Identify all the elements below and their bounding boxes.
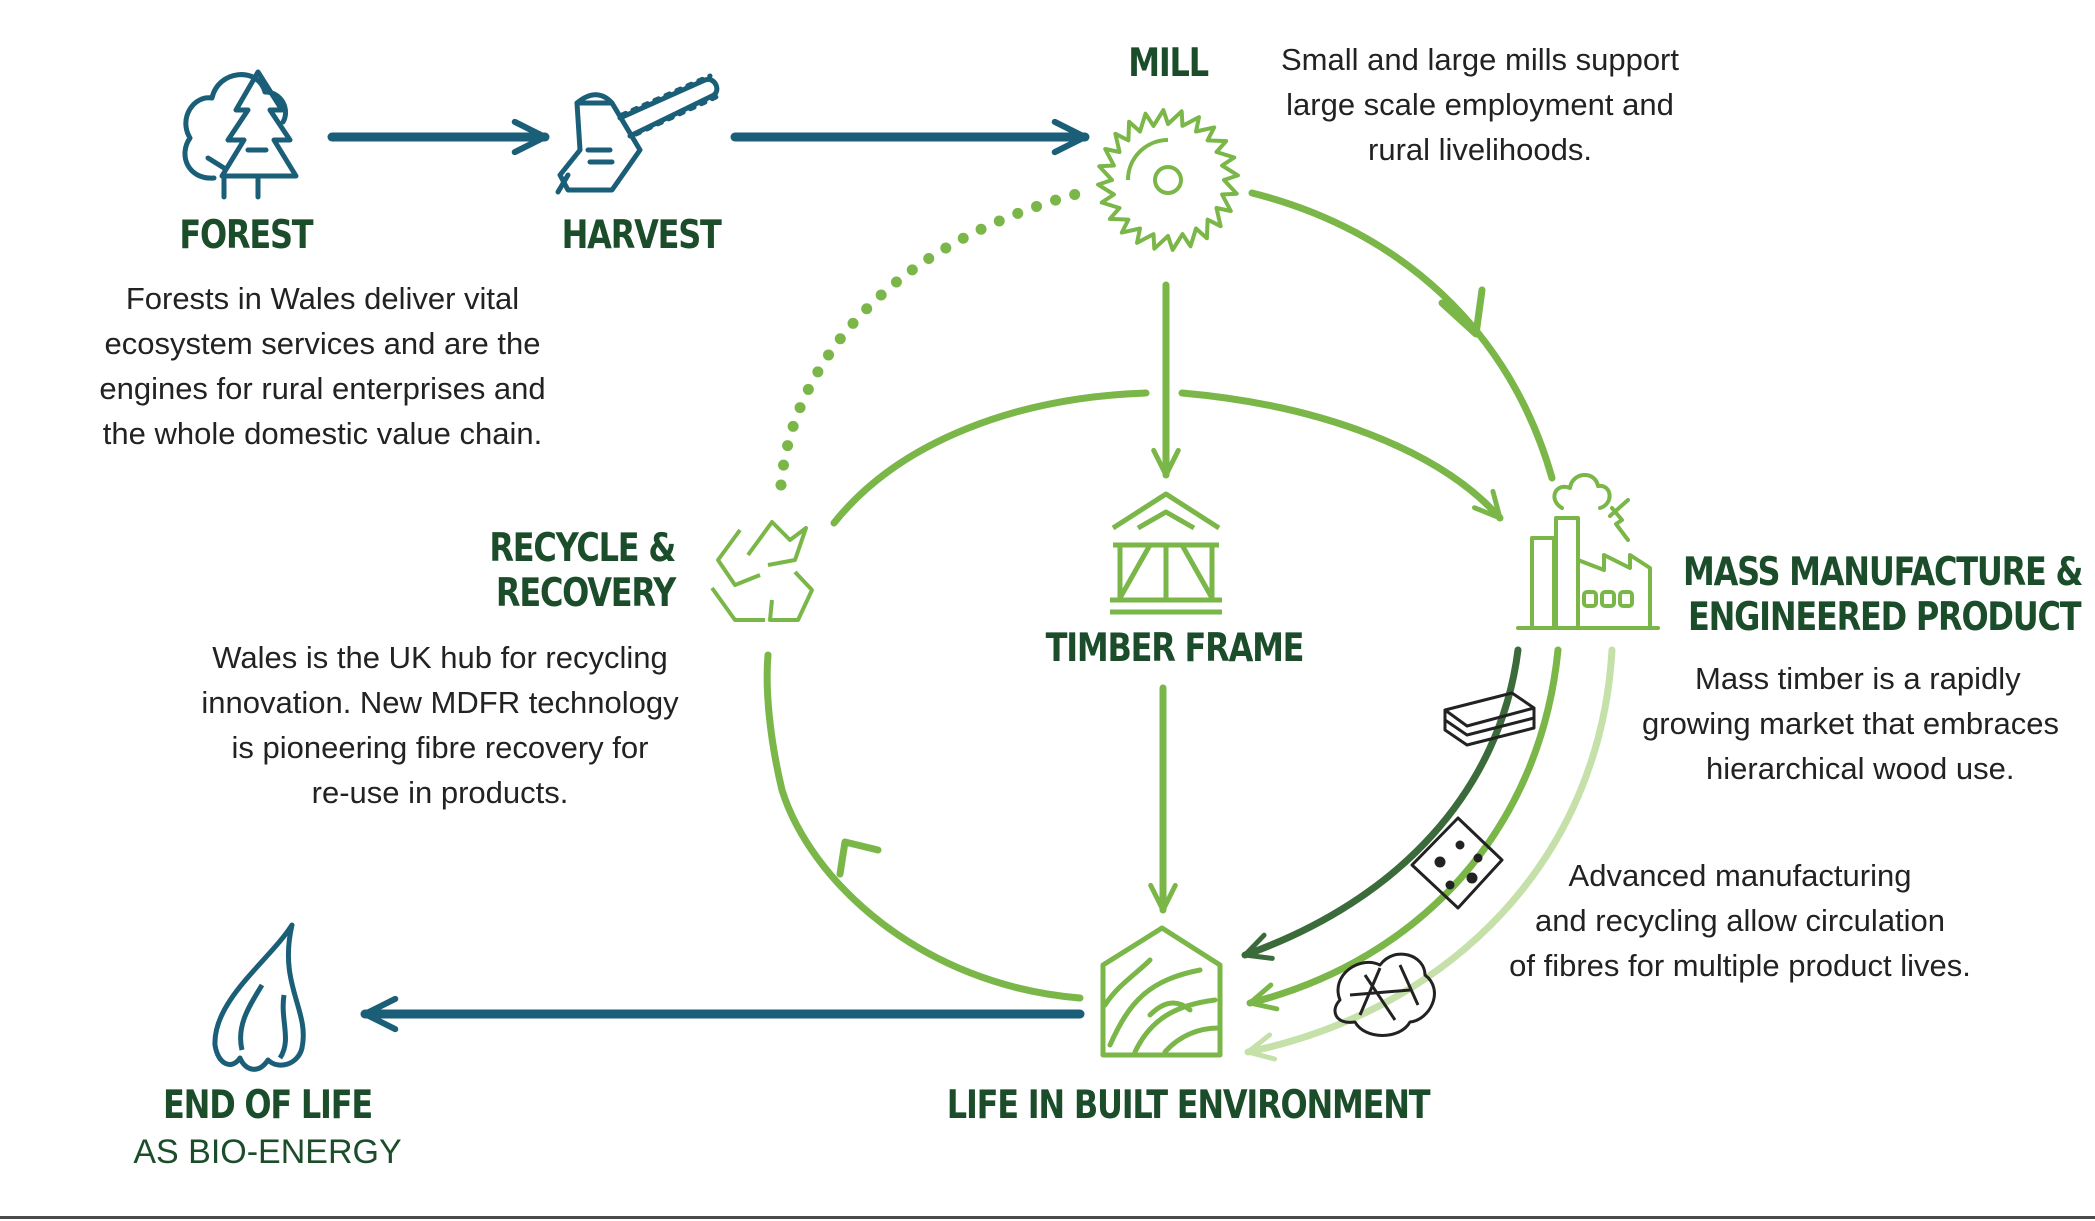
bottom-divider xyxy=(0,1216,2095,1219)
forest-description: Forests in Wales deliver vital ecosystem… xyxy=(99,281,546,451)
advanced-description: Advanced manufacturing and recycling all… xyxy=(1509,858,1971,983)
forest-title: FOREST xyxy=(179,213,313,258)
forest-trees-icon xyxy=(182,69,299,200)
life-title: LIFE IN BUILT ENVIRONMENT xyxy=(946,1083,1431,1128)
manufacture-title-line1: MASS MANUFACTURE & xyxy=(1683,550,2083,595)
timber-frame-title: TIMBER FRAME xyxy=(1045,626,1305,671)
arrow-life-to-recycle xyxy=(763,651,1084,1002)
wood-grain-house-icon xyxy=(1100,925,1223,1058)
flow-arrows xyxy=(327,118,1616,1062)
arrow-life-to-recycle-chevron xyxy=(836,838,882,878)
arrow-mill-to-manufacture xyxy=(1248,189,1556,482)
arrow-inner-left-arc xyxy=(830,389,1150,527)
arrow-recycle-to-mill-dotted xyxy=(775,187,1086,491)
arrow-manufacture-to-life-dark xyxy=(1241,646,1522,961)
arrow-mill-to-manufacture-chevron xyxy=(1438,286,1486,338)
flame-icon xyxy=(212,922,306,1072)
mill-title: MILL xyxy=(1128,41,1209,86)
recycle-description: Wales is the UK hub for recycling innova… xyxy=(201,640,679,810)
factory-icon xyxy=(1516,473,1660,630)
recycle-icon xyxy=(710,520,814,622)
end-of-life-subtitle: AS BIO-ENERGY xyxy=(133,1133,402,1171)
harvest-title: HARVEST xyxy=(561,213,722,258)
recycle-title-line1: RECYCLE & xyxy=(489,526,676,571)
end-of-life-title: END OF LIFE xyxy=(163,1083,373,1128)
particle-board-icon xyxy=(1410,816,1504,910)
panel-product-icon xyxy=(1443,691,1536,747)
mill-description: Small and large mills support large scal… xyxy=(1280,42,1679,167)
manufacture-description: Mass timber is a rapidly growing market … xyxy=(1642,661,2059,786)
recycle-title-line2: RECOVERY xyxy=(495,571,676,616)
saw-blade-icon xyxy=(1096,108,1240,252)
timber-frame-house-icon xyxy=(1110,491,1222,615)
fibre-cluster-icon xyxy=(1333,952,1436,1037)
arrow-manufacture-to-life-light xyxy=(1244,646,1616,1062)
arrow-inner-to-manufacture xyxy=(1178,389,1504,522)
chainsaw-icon xyxy=(555,73,721,195)
manufacture-title-line2: ENGINEERED PRODUCT xyxy=(1688,595,2082,640)
arrow-manufacture-to-life-green xyxy=(1246,646,1562,1012)
